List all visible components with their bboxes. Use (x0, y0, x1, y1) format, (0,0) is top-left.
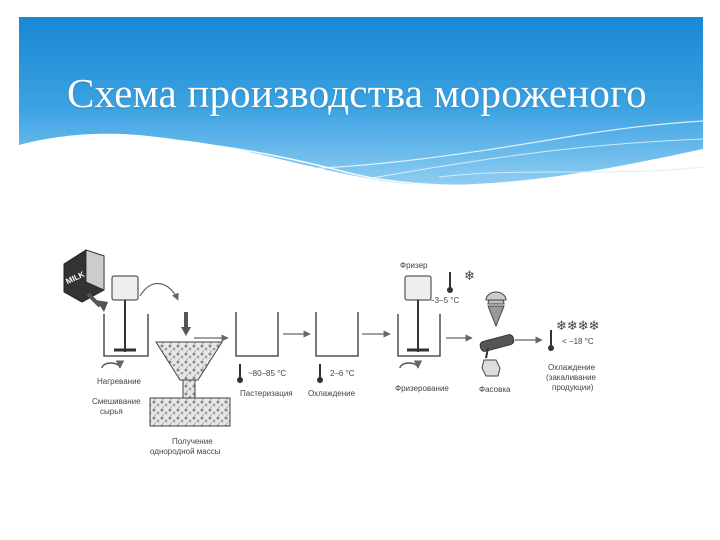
thermometer-icon (237, 364, 243, 383)
popsicle-icon (479, 334, 515, 359)
label-mixing-line1: Смешивание (92, 397, 141, 406)
temp-freezer: −3–5 °C (430, 296, 459, 305)
pasteurization-tank (235, 312, 279, 357)
freezing-arrow (399, 360, 423, 369)
label-hardening-line1: Охлаждение (548, 363, 596, 372)
freezer-mixer (397, 275, 441, 357)
label-mixing-line2: сырья (100, 407, 123, 416)
thermometer-icon (317, 364, 323, 383)
heating-mixer-tank (103, 275, 149, 357)
label-hardening-line2: (закаливание (546, 373, 597, 382)
title-banner: Схема производства мороженого (19, 17, 703, 192)
label-homog-line2: однородной массы (150, 447, 221, 456)
banner-background (19, 17, 703, 192)
label-pasteurization: Пастеризация (240, 389, 293, 398)
package-icon (481, 359, 501, 377)
label-freezing: Фризерование (395, 384, 449, 393)
milk-carton-icon: MILK (63, 249, 105, 303)
heating-arrow (101, 360, 125, 369)
label-hardening-line3: продукции) (552, 383, 594, 392)
slide-title: Схема производства мороженого (67, 70, 647, 116)
label-packaging: Фасовка (479, 385, 511, 394)
transfer-arrow (139, 283, 179, 301)
label-homog-line1: Получение (172, 437, 213, 446)
pour-arrowhead (96, 300, 108, 312)
label-cooling: Охлаждение (308, 389, 356, 398)
homogenizer-hopper (149, 312, 231, 427)
cooling-tank (315, 312, 359, 357)
temp-hardening: < −18 °C (562, 337, 594, 346)
snowflake-icon: ❄ (464, 268, 475, 283)
label-heating: Нагревание (97, 377, 142, 386)
snowflakes-icon: ❄❄❄❄ (556, 318, 600, 333)
thermometer-icon (447, 272, 453, 293)
pour-arrow (86, 292, 102, 308)
temp-pasteurization: ~80–85 °C (248, 369, 286, 378)
ice-cream-cone-icon (485, 291, 507, 328)
thermometer-icon (548, 330, 554, 351)
temp-cooling: 2–6 °C (330, 369, 355, 378)
label-freezer: Фризер (400, 261, 428, 270)
